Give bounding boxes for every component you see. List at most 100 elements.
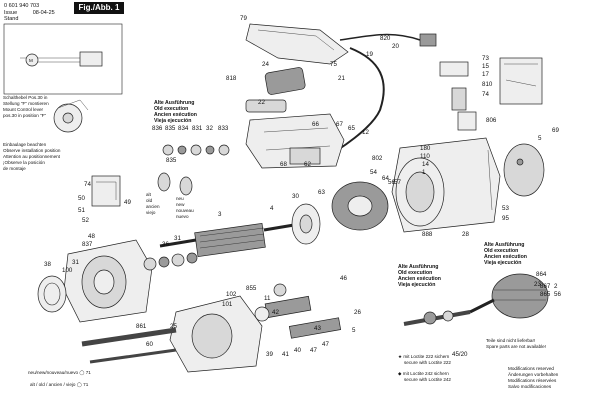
- note-line: Modifications reserved: [508, 366, 554, 371]
- part-callout: 36: [162, 241, 169, 248]
- part-callout: 66: [312, 121, 319, 128]
- part-callout: 3: [218, 211, 222, 218]
- note-line: viejo: [146, 210, 156, 215]
- part-callout: 79: [240, 15, 247, 22]
- part-callout: 30: [292, 193, 299, 200]
- note-line: Vieja ejecución: [154, 118, 191, 124]
- part-callout: 43: [314, 325, 321, 332]
- part-callout: 42: [272, 309, 279, 316]
- old-execution-cups: [157, 172, 193, 196]
- part-callout: 25: [170, 323, 177, 330]
- end-cap: [503, 143, 545, 197]
- note-line: pos.30 in position "F": [3, 113, 46, 118]
- part-callout: 837: [82, 241, 93, 248]
- part-callout: 1: [422, 169, 426, 176]
- note-line: Salvo modificaciones: [508, 384, 552, 389]
- note-line: Attention au positionnement: [3, 154, 61, 159]
- note-line: Ancien exécution: [154, 112, 197, 118]
- part-callout: 861: [136, 323, 147, 330]
- handle-assembly: [245, 23, 437, 161]
- part-callout: 5: [538, 135, 542, 142]
- spindle: [81, 327, 177, 364]
- lever-detail: [91, 175, 121, 207]
- note-line: Observe installation position: [3, 148, 61, 153]
- part-callout: 54: [370, 169, 377, 176]
- new-shaft-label: neu/new/nouveau/nuevo ◯ 71: [28, 370, 91, 376]
- part-callout: 810: [482, 81, 493, 88]
- note-line: Alte Ausführung: [154, 100, 194, 106]
- part-callout: 834: [178, 125, 189, 132]
- part-callout: 2: [554, 283, 558, 290]
- part-callout: 57: [394, 179, 401, 186]
- note-line: Teile sind nicht lieferbar!: [486, 338, 535, 343]
- note-line: Ancien exécution: [484, 254, 527, 260]
- part-callout: 4: [270, 205, 274, 212]
- stand-label: Stand: [4, 16, 19, 22]
- part-callout: 831: [192, 125, 203, 132]
- part-number: 0 601 940 703: [4, 3, 40, 9]
- note-line: Old execution: [484, 248, 518, 254]
- note-line: alt: [146, 192, 152, 197]
- note-line: old: [146, 198, 153, 203]
- note-shaft-versions: neu/new/nouveau/nuevo ◯ 71 alt / old / a…: [28, 370, 91, 388]
- part-callout: 802: [372, 155, 383, 162]
- note-modifications: Modifications reserved Änderungen vorbeh…: [508, 366, 559, 389]
- part-callout: 48: [88, 233, 95, 240]
- part-callout: 32: [206, 125, 213, 132]
- gear-housing: [63, 239, 153, 323]
- part-callout: 28: [462, 231, 469, 238]
- part-callout: 64: [382, 175, 389, 182]
- note-line: Vieja ejecución: [484, 260, 521, 266]
- note-line: new: [176, 202, 185, 207]
- part-callout: 47: [322, 341, 329, 348]
- figure-badge: Fig./Abb. 1: [74, 2, 124, 14]
- part-callout: 60: [146, 341, 153, 348]
- part-callout: 56: [554, 291, 561, 298]
- part-callout: 49: [124, 199, 131, 206]
- note-line: ★ mit Loctite 222 sichern: [398, 354, 450, 359]
- part-callout: 102: [226, 291, 237, 298]
- note-line: secure with Loctite 242: [404, 377, 451, 382]
- issue-label: Issue: [4, 9, 18, 16]
- note-line: nouveau: [176, 208, 194, 213]
- note-line: ◆ mit Loctite 242 sichern: [398, 371, 449, 376]
- old-execution-rotor: [469, 273, 549, 319]
- part-callout: 20: [392, 43, 399, 50]
- part-callout: 17: [482, 71, 489, 78]
- note-switch-position: Schalthebel Pos.30 in Stellung "F" monti…: [3, 95, 49, 118]
- part-callout: 836: [152, 125, 163, 132]
- note-line: neu: [176, 196, 184, 201]
- part-callout: 40: [294, 347, 301, 354]
- note-line: de montaje: [3, 166, 26, 171]
- part-callout: 31: [72, 259, 79, 266]
- part-callout: 73: [482, 55, 489, 62]
- field-coil: [331, 181, 389, 231]
- part-callout: 180: [420, 145, 431, 152]
- part-callout: 31: [174, 235, 181, 242]
- note-old-execution-top: Alte Ausführung Old execution Ancien exé…: [154, 100, 197, 124]
- part-callout: 11: [264, 295, 271, 302]
- part-callout: 835: [165, 125, 176, 132]
- part-callout: 5: [352, 327, 356, 334]
- part-callout: 19: [366, 51, 373, 58]
- part-callout: 26: [354, 309, 361, 316]
- note-line: Schalthebel Pos.30 in: [3, 95, 48, 100]
- part-callout: 12: [362, 129, 369, 136]
- part-callout: 63: [318, 189, 325, 196]
- note-loctite: ★ mit Loctite 222 sichern secure with Lo…: [398, 354, 451, 382]
- part-callout: 68: [280, 161, 287, 168]
- note-old-execution-right: Alte Ausführung Old execution Ancien exé…: [484, 242, 527, 266]
- part-callout: 14: [422, 161, 429, 168]
- note-line: Stellung "F" montieren: [3, 101, 49, 106]
- note-line: nuevo: [176, 214, 189, 219]
- note-line: Mount Control lever: [3, 107, 44, 112]
- note-line: Old execution: [398, 270, 432, 276]
- note-line: ancien: [146, 204, 160, 209]
- issue-date: 08-04-25: [32, 9, 55, 16]
- armature: [159, 222, 301, 258]
- note-line: Modifications réservées: [508, 378, 557, 383]
- note-line: ¡Observe la posición: [3, 160, 45, 165]
